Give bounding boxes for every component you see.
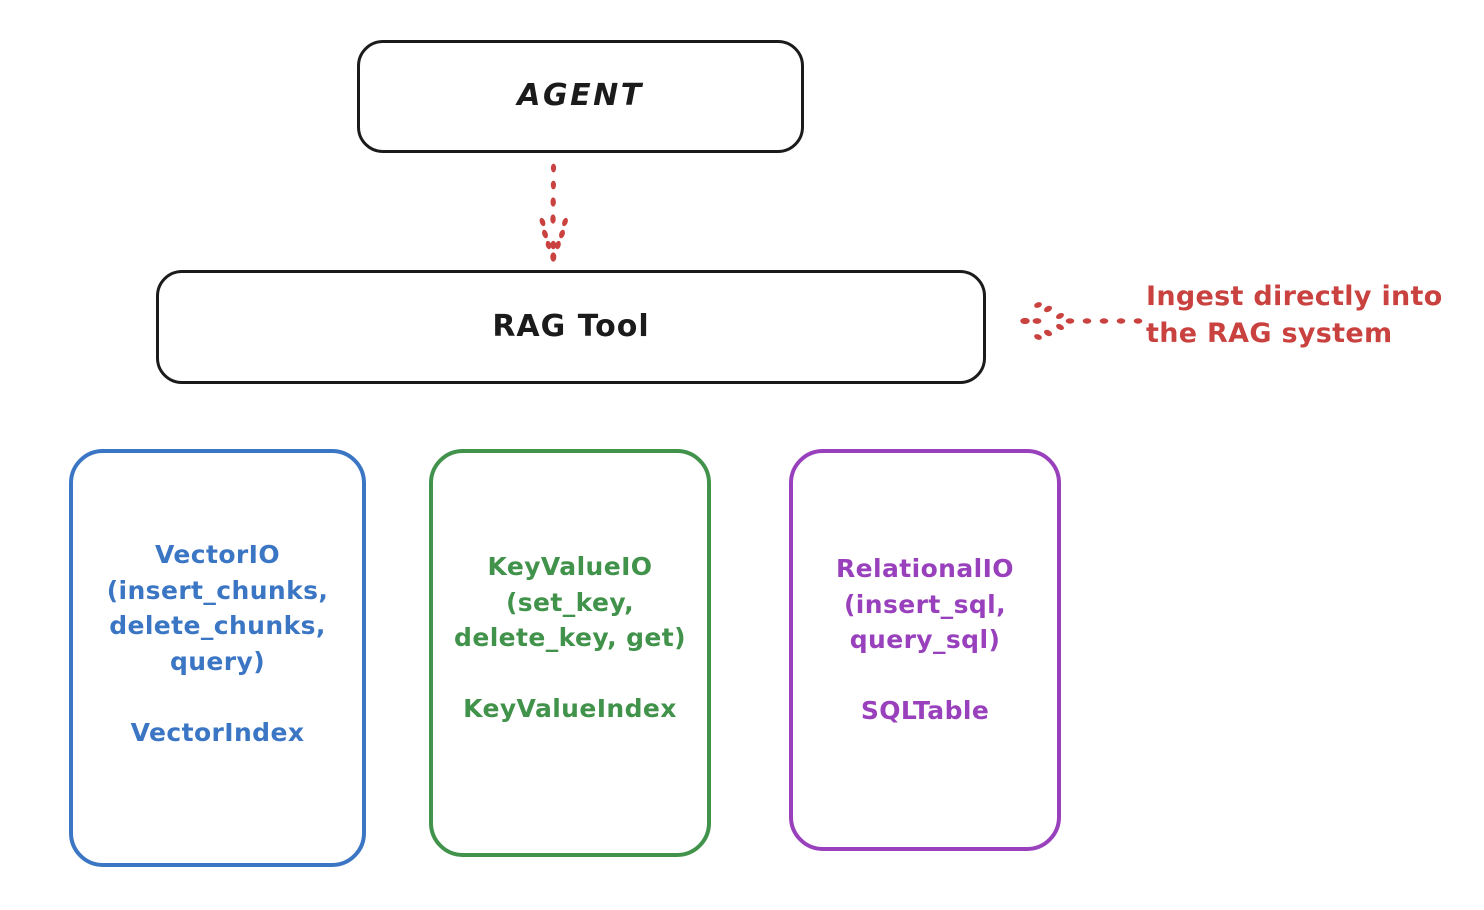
node-vector-io-label: VectorIO (insert_chunks, delete_chunks, … [106, 540, 329, 747]
node-vector-io[interactable]: VectorIO (insert_chunks, delete_chunks, … [69, 449, 366, 867]
node-rag-tool[interactable]: RAG Tool [156, 270, 986, 384]
node-agent[interactable]: AGENT [357, 40, 804, 153]
connector-ingest-to-rag-tool [1020, 296, 1145, 346]
node-agent-label: AGENT [517, 78, 644, 114]
node-rag-tool-label: RAG Tool [492, 308, 650, 344]
node-key-value-io-label: KeyValueIO (set_key, delete_key, get) Ke… [454, 552, 686, 723]
connector-agent-to-rag-tool [520, 163, 590, 264]
node-relational-io-label: RelationalIO (insert_sql, query_sql) SQL… [836, 554, 1014, 725]
node-relational-io[interactable]: RelationalIO (insert_sql, query_sql) SQL… [789, 449, 1061, 851]
node-key-value-io[interactable]: KeyValueIO (set_key, delete_key, get) Ke… [429, 449, 711, 857]
annotation-ingest-directly: Ingest directly into the RAG system [1146, 281, 1443, 350]
